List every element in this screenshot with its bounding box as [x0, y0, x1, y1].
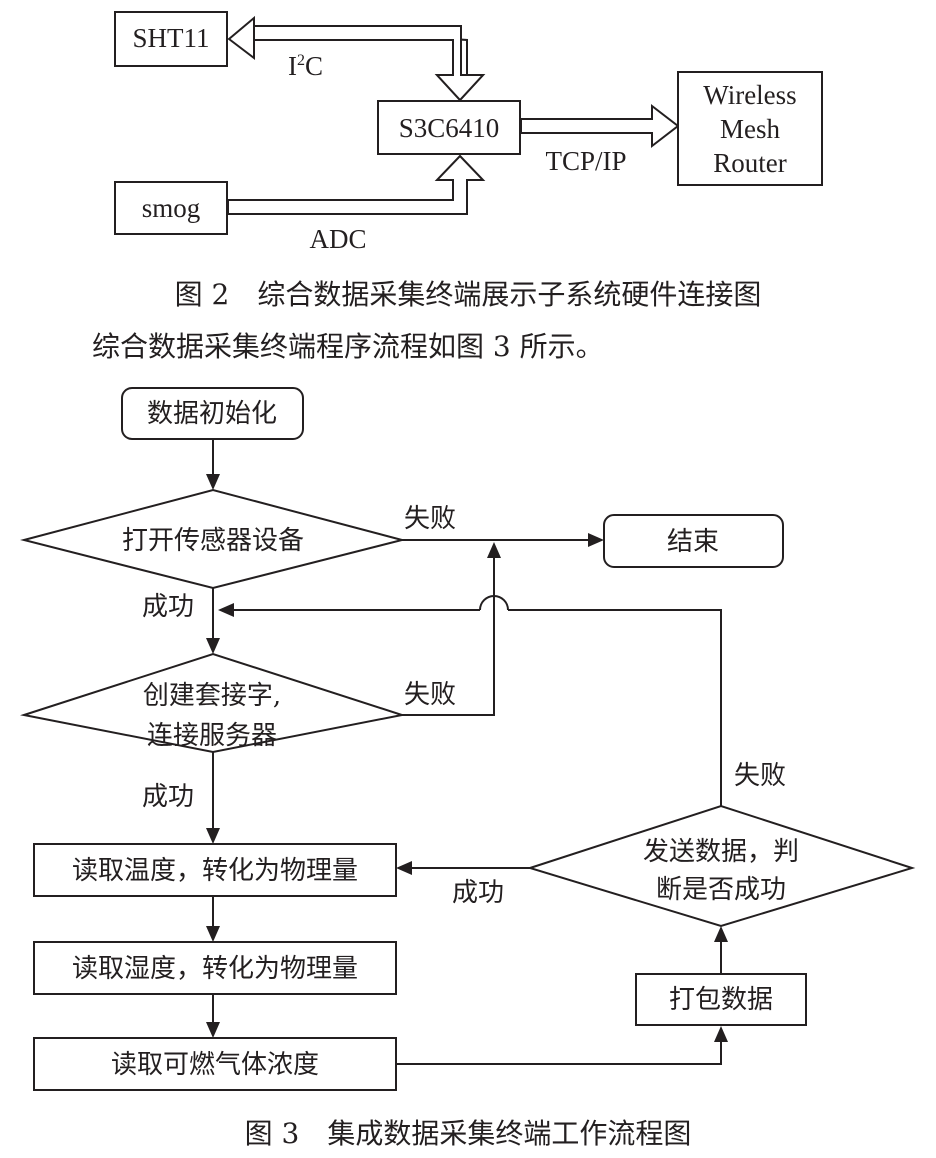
node-open-sensor: 打开传感器设备: [20, 488, 406, 590]
node-init-label: 数据初始化: [147, 399, 277, 429]
smog-label: smog: [142, 193, 201, 223]
router-label-line1: Wireless: [703, 80, 796, 110]
smog-node: smog: [114, 181, 228, 235]
router-node: Wireless Mesh Router: [677, 71, 823, 186]
edge-label-send-fail: 失败: [734, 761, 786, 791]
node-socket-label-line1: 创建套接字,: [143, 681, 281, 711]
edge-label-open-fail: 失败: [404, 504, 456, 534]
i2c-tube: [253, 25, 486, 102]
router-label-line3: Router: [713, 148, 787, 178]
s3c6410-label: S3C6410: [399, 113, 500, 143]
edge-label-socket-fail: 失败: [404, 680, 456, 710]
node-pack: 打包数据: [635, 973, 807, 1026]
flow-connectors: [206, 440, 728, 1065]
s3c6410-node: S3C6410: [377, 100, 521, 155]
tcpip-link: TCP/IP: [520, 103, 680, 176]
adc-link: ADC: [227, 154, 486, 254]
figure-2-caption: 图 2 综合数据采集终端展示子系统硬件连接图: [175, 278, 762, 311]
router-label-line2: Mesh: [720, 114, 780, 144]
node-read-temp-label: 读取温度，转化为物理量: [72, 856, 358, 886]
i2c-arrow-left: [227, 15, 255, 61]
tcpip-label: TCP/IP: [545, 146, 626, 176]
node-end-label: 结束: [667, 527, 719, 557]
node-read-gas: 读取可燃气体浓度: [33, 1037, 397, 1091]
adc-label: ADC: [309, 224, 366, 254]
node-open-sensor-label: 打开传感器设备: [122, 526, 304, 556]
figure-2: SHT11 I2C S3C6410 TCP/IP Wireless Mesh R…: [114, 11, 823, 311]
sht11-node: SHT11: [114, 11, 228, 67]
edge-label-open-success: 成功: [142, 592, 194, 622]
edge-label-send-success: 成功: [452, 878, 504, 908]
node-end: 结束: [603, 514, 784, 568]
node-socket-label-line2: 连接服务器: [147, 721, 277, 751]
node-init: 数据初始化: [121, 387, 304, 440]
node-send-label-line2: 断是否成功: [656, 875, 786, 905]
i2c-label: I2C: [288, 51, 323, 81]
node-read-humidity: 读取湿度，转化为物理量: [33, 941, 397, 995]
node-socket: 创建套接字, 连接服务器: [20, 652, 406, 754]
node-pack-label: 打包数据: [669, 985, 773, 1015]
edge-label-socket-success: 成功: [142, 782, 194, 812]
node-read-gas-label: 读取可燃气体浓度: [111, 1050, 319, 1080]
sht11-label: SHT11: [132, 23, 209, 53]
figure-3: 数据初始化 打开传感器设备 结束 创建套接字, 连接服务器 读取温度，转化为物理…: [20, 387, 916, 1150]
node-send-label-line1: 发送数据，判: [643, 837, 799, 867]
node-send: 发送数据，判 断是否成功: [526, 804, 916, 928]
body-paragraph: 综合数据采集终端程序流程如图 3 所示。: [92, 330, 604, 363]
i2c-link: I2C: [227, 15, 486, 102]
node-read-humidity-label: 读取湿度，转化为物理量: [72, 954, 358, 984]
figure-3-caption: 图 3 集成数据采集终端工作流程图: [245, 1117, 692, 1150]
node-read-temp: 读取温度，转化为物理量: [33, 843, 397, 897]
